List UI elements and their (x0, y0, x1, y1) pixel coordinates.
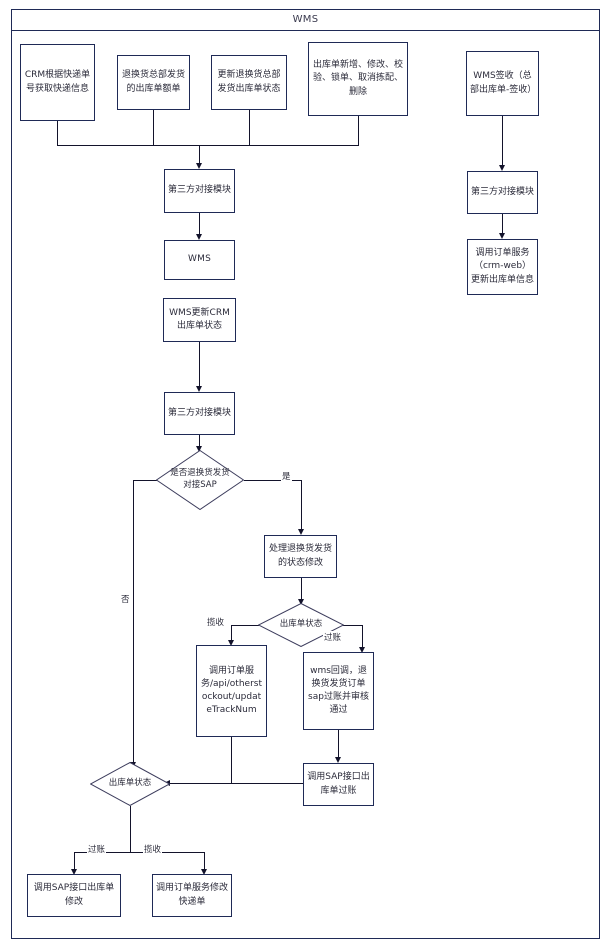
arrowhead-bottom-left (70, 869, 77, 875)
arrowhead-bus-to-third-party (195, 163, 202, 169)
connector-no-horizontal (133, 480, 157, 481)
arrowhead-third-party-right-to-call-order (498, 233, 505, 239)
diamond-shape (90, 762, 170, 806)
swimlane-title: WMS (292, 14, 319, 25)
connector-third-party-right-to-call-order (502, 214, 503, 236)
decision-sap-label: 是否退换货发货对接SAP (170, 468, 230, 490)
edge-label-posting-mid: 过账 (323, 631, 343, 643)
decision-sap-routing[interactable]: 是否退换货发货对接SAP (156, 450, 244, 510)
diamond-shape (258, 603, 344, 647)
connector-yes-horizontal (244, 480, 302, 481)
connector-wms-sign-to-third-party-right (502, 116, 503, 168)
node-third-party-2[interactable]: 第三方对接模块 (164, 392, 235, 435)
connector-third-party-1-to-wms (199, 213, 200, 237)
arrowhead-mid-posting (358, 647, 365, 653)
connector-mid-posting-vertical (362, 625, 363, 650)
edge-label-yes: 是 (281, 470, 292, 482)
edge-label-no: 否 (120, 593, 131, 605)
node-call-sap-modify[interactable]: 调用SAP接口出库单修改 (27, 874, 121, 917)
node-call-order-track[interactable]: 调用订单服务/api/otherstockout/updateTrackNum (196, 645, 267, 737)
connector-crm-express-drop (57, 121, 58, 146)
node-wms[interactable]: WMS (164, 240, 235, 280)
node-update-return-status[interactable]: 更新退换货总部发货出库单状态 (211, 55, 287, 110)
connector-mid-posting-horizontal (343, 625, 363, 626)
connector-top-bus (57, 145, 359, 146)
arrowhead-to-decision-sap (195, 446, 202, 452)
node-return-hq-stockout[interactable]: 退换货总部发货的出库单额单 (117, 55, 190, 110)
arrowhead-bottom-right (200, 869, 207, 875)
connector-bottom-left-drop (74, 852, 75, 872)
node-wms-update-crm[interactable]: WMS更新CRM出库单状态 (163, 298, 236, 342)
arrowhead-mid-pickup (227, 640, 234, 646)
connector-handle-to-status-decision (301, 578, 302, 602)
edge-label-posting-bottom: 过账 (87, 843, 107, 855)
arrowhead-to-third-party-2 (195, 386, 202, 392)
connector-no-vertical (133, 480, 134, 765)
connector-third-party-2-to-decision (199, 435, 200, 449)
node-crm-express[interactable]: CRM根据快递单号获取快递信息 (20, 44, 95, 121)
arrowhead-callback-to-sap-post (334, 757, 341, 763)
decision-stockout-status-mid-label: 出库单状态 (279, 619, 323, 630)
connector-callback-to-sap-post (338, 730, 339, 760)
connector-track-down (231, 737, 232, 783)
node-third-party-1[interactable]: 第三方对接模块 (164, 169, 235, 213)
node-call-sap-post[interactable]: 调用SAP接口出库单过账 (303, 763, 374, 806)
node-handle-return-status[interactable]: 处理退换货发货的状态修改 (264, 535, 337, 578)
connector-return-hq-drop (153, 110, 154, 146)
connector-update-status-drop (249, 110, 250, 146)
arrowhead-yes-to-handle (297, 529, 304, 535)
connector-bottom-right-drop (204, 852, 205, 872)
node-stockout-ops[interactable]: 出库单新增、修改、校验、锁单、取消拣配、删除 (308, 42, 408, 116)
node-call-order-crmweb[interactable]: 调用订单服务（crm-web）更新出库单信息 (467, 239, 538, 295)
node-call-order-modify-express[interactable]: 调用订单服务修改快递单 (152, 874, 232, 917)
connector-yes-vertical (301, 480, 302, 532)
swimlane-header: WMS (11, 9, 600, 31)
connector-bottom-split-bus (74, 852, 205, 853)
edge-label-pickup-mid: 揽收 (206, 616, 226, 628)
decision-stockout-status-mid[interactable]: 出库单状态 (258, 603, 344, 647)
connector-mid-pickup-horizontal (231, 625, 259, 626)
node-third-party-right[interactable]: 第三方对接模块 (467, 171, 538, 214)
diamond-shape (156, 450, 244, 510)
connector-stockout-ops-drop (358, 116, 359, 146)
connector-bus-to-third-party (199, 145, 200, 167)
connector-wms-update-crm-to-third-party-2 (199, 342, 200, 389)
arrowhead-wms-sign-to-third-party-right (498, 165, 505, 171)
edge-label-pickup-bottom: 揽收 (143, 843, 163, 855)
decision-stockout-status-bottom[interactable]: 出库单状态 (90, 762, 170, 806)
arrowhead-handle-to-status-decision (297, 599, 304, 605)
connector-mid-pickup-vertical (231, 625, 232, 643)
node-wms-callback-sap[interactable]: wms回调，退换货发货订单sap过账并审核通过 (303, 652, 374, 730)
node-wms-sign[interactable]: WMS签收（总部出库单-签收） (466, 51, 539, 116)
decision-stockout-status-bottom-label: 出库单状态 (108, 778, 152, 789)
arrowhead-third-party-1-to-wms (195, 234, 202, 240)
connector-sap-post-to-bottom-decision (169, 783, 303, 784)
connector-bottom-decision-down (130, 806, 131, 852)
